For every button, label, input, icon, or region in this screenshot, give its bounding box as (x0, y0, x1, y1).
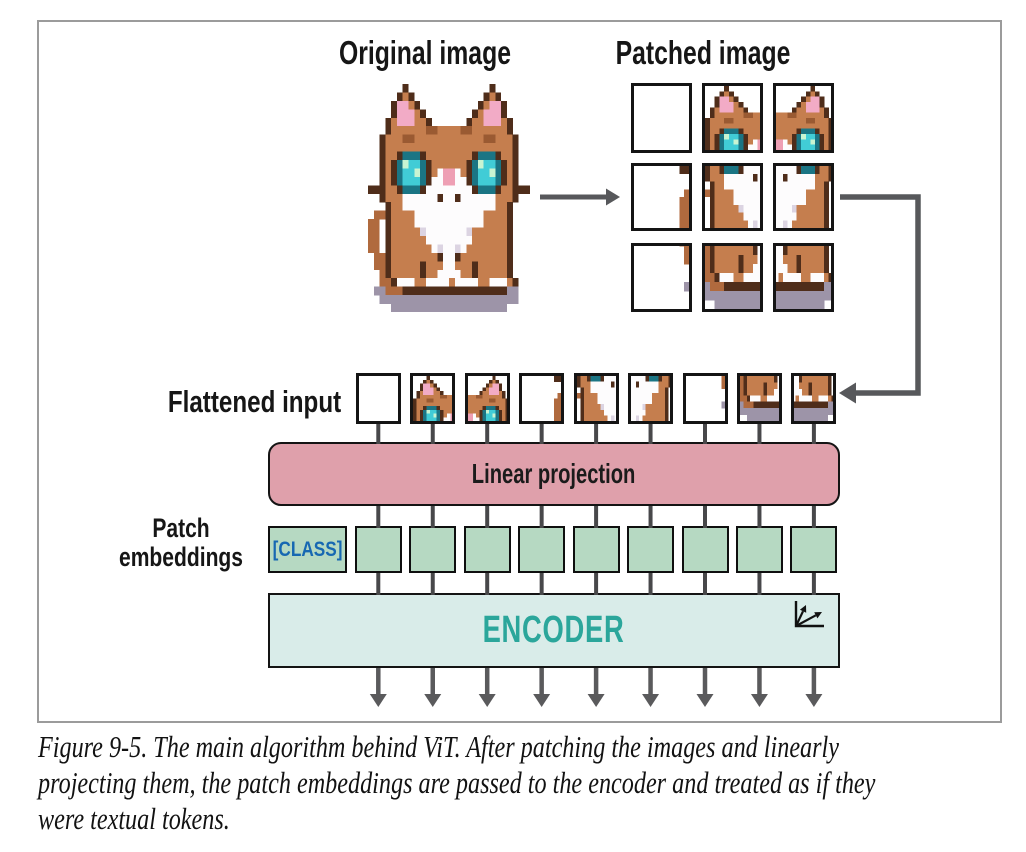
flattened-patch (464, 373, 510, 424)
flattened-patch (736, 373, 782, 424)
image-patch (772, 163, 834, 231)
patch-embedding-square (572, 526, 620, 573)
patch-embedding-square (409, 526, 457, 573)
image-patch (701, 243, 763, 312)
linear-projection-label: Linear projection (472, 458, 636, 489)
patch-embedding-square (790, 526, 838, 573)
class-token-label: [CLASS] (272, 537, 343, 561)
vectors-axes-icon (794, 601, 824, 628)
image-patch (701, 83, 763, 153)
caption-line: projecting them, the patch embeddings ar… (38, 765, 876, 800)
image-patch (630, 163, 692, 231)
caption-line: Figure 9-5. The main algorithm behind Vi… (38, 729, 839, 764)
linear-projection-box: Linear projection (268, 442, 840, 506)
flattened-patch (355, 373, 401, 424)
flattened-input-label: Flattened input (167, 384, 341, 419)
patched-image-label: Patched image (615, 34, 791, 71)
patch-embedding-square (735, 526, 783, 573)
flattened-patch (573, 373, 619, 424)
patch-embedding-square (354, 526, 402, 573)
flattened-patch (519, 373, 565, 424)
image-patch (772, 83, 834, 153)
flattened-patch (410, 373, 456, 424)
image-patch (701, 163, 763, 231)
caption-line: were textual tokens. (38, 801, 230, 836)
flattened-patch (682, 373, 728, 424)
encoder-box: ENCODER (268, 593, 840, 668)
image-patch (630, 83, 692, 153)
original-image-label: Original image (339, 34, 511, 71)
image-patch (772, 243, 834, 312)
patch-embedding-square (518, 526, 566, 573)
flattened-patch (628, 373, 674, 424)
patch-embedding-square (681, 526, 729, 573)
image-patch (630, 243, 692, 312)
flattened-patch (791, 373, 837, 424)
class-token-box: [CLASS] (268, 526, 347, 573)
patch-embedding-square (463, 526, 511, 573)
patch-embeddings-label: Patch embeddings (118, 513, 244, 572)
patch-embedding-square (627, 526, 675, 573)
original-cat-image (368, 84, 530, 312)
encoder-label: ENCODER (483, 609, 625, 651)
figure-caption: Figure 9-5. The main algorithm behind Vi… (38, 729, 997, 837)
